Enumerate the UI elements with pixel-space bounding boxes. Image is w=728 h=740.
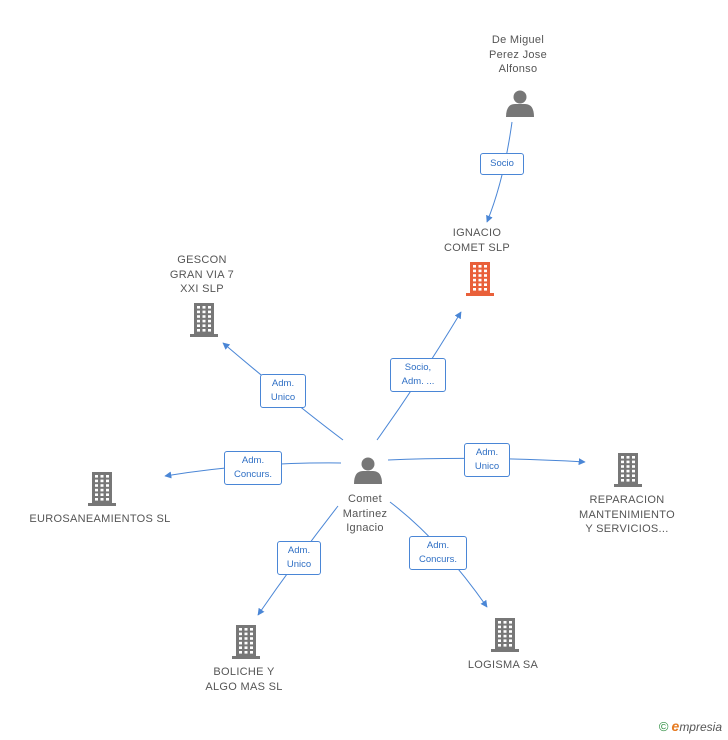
edge-label-line: Concurs. bbox=[418, 554, 457, 565]
gescon-label[interactable]: GESCON GRAN VIA 7 XXI SLP bbox=[157, 253, 247, 297]
edge-label-line: Adm. bbox=[475, 447, 499, 458]
node-label-line: BOLICHE Y bbox=[213, 666, 275, 678]
node-label-line: Martinez bbox=[342, 507, 388, 520]
copyright-icon: © bbox=[658, 719, 669, 734]
footer-brand[interactable]: ©empresia bbox=[659, 718, 722, 734]
gescon-building-icon[interactable] bbox=[190, 303, 218, 337]
node-label-line: Ignacio bbox=[346, 522, 384, 534]
node-label-line: IGNACIO bbox=[452, 227, 502, 239]
edge-label-line: Unico bbox=[270, 392, 296, 403]
icons-layer bbox=[88, 90, 642, 659]
edge-de-miguel-ignacio-comet bbox=[486, 121, 513, 223]
de-miguel-person-icon[interactable] bbox=[506, 90, 534, 118]
node-label-line: Y SERVICIOS... bbox=[585, 523, 669, 535]
node-label-line: Perez Jose bbox=[488, 48, 548, 61]
ignacio-comet-label[interactable]: IGNACIO COMET SLP bbox=[432, 226, 522, 255]
edge-label-center-ignacio-comet[interactable]: Socio, Adm. ... bbox=[390, 358, 446, 392]
edge-label-center-boliche[interactable]: Adm. Unico bbox=[277, 541, 321, 575]
node-label-line: EUROSANEAMIENTOS SL bbox=[29, 513, 171, 525]
edge-label-center-eurosaneamientos[interactable]: Adm. Concurs. bbox=[224, 451, 282, 485]
edge-label-line: Adm. bbox=[241, 455, 265, 466]
eurosaneamientos-label[interactable]: EUROSANEAMIENTOS SL bbox=[25, 512, 175, 527]
node-label-line: De Miguel bbox=[491, 34, 545, 46]
node-label-line: MANTENIMIENTO bbox=[579, 508, 675, 521]
edge-label-line: Adm. bbox=[271, 378, 295, 389]
node-label-line: COMET SLP bbox=[443, 241, 511, 254]
node-label-line: XXI SLP bbox=[180, 283, 224, 295]
edge-label-center-reparacion[interactable]: Adm. Unico bbox=[464, 443, 510, 477]
boliche-label[interactable]: BOLICHE Y ALGO MAS SL bbox=[194, 665, 294, 694]
edge-label-line: Adm. bbox=[287, 545, 311, 556]
edge-label-line: Unico bbox=[474, 461, 500, 472]
node-label-line: LOGISMA SA bbox=[467, 659, 539, 671]
brand-logo-e: e bbox=[671, 718, 680, 734]
node-label-line: GRAN VIA 7 bbox=[169, 268, 235, 281]
center-person-icon[interactable] bbox=[354, 457, 382, 485]
edge-label-line: Socio, bbox=[404, 362, 432, 373]
node-label-line: REPARACION bbox=[589, 494, 665, 506]
node-label-line: Comet bbox=[348, 493, 382, 505]
eurosaneamientos-building-icon[interactable] bbox=[88, 472, 116, 506]
brand-logo-text: mpresia bbox=[679, 720, 722, 734]
edge-label-center-gescon[interactable]: Adm. Unico bbox=[260, 374, 306, 408]
logisma-building-icon[interactable] bbox=[491, 618, 519, 652]
node-label-line: ALGO MAS SL bbox=[205, 680, 283, 693]
reparacion-building-icon[interactable] bbox=[614, 453, 642, 487]
reparacion-label[interactable]: REPARACION MANTENIMIENTO Y SERVICIOS... bbox=[572, 493, 682, 537]
node-label-line: Alfonso bbox=[498, 63, 538, 75]
edge-label-line: Socio bbox=[490, 158, 514, 169]
boliche-building-icon[interactable] bbox=[232, 625, 260, 659]
ignacio-comet-building-icon[interactable] bbox=[466, 262, 494, 296]
edge-label-line: Adm. ... bbox=[401, 376, 435, 387]
node-label-line: GESCON bbox=[177, 254, 227, 266]
edge-label-line: Adm. bbox=[426, 540, 450, 551]
edge-label-de-miguel-ignacio-comet[interactable]: Socio bbox=[480, 153, 524, 175]
edges-layer bbox=[164, 121, 586, 616]
edge-label-line: Concurs. bbox=[233, 469, 272, 480]
edge-label-center-logisma[interactable]: Adm. Concurs. bbox=[409, 536, 467, 570]
edge-label-line: Unico bbox=[286, 559, 312, 570]
logisma-label[interactable]: LOGISMA SA bbox=[458, 658, 548, 673]
